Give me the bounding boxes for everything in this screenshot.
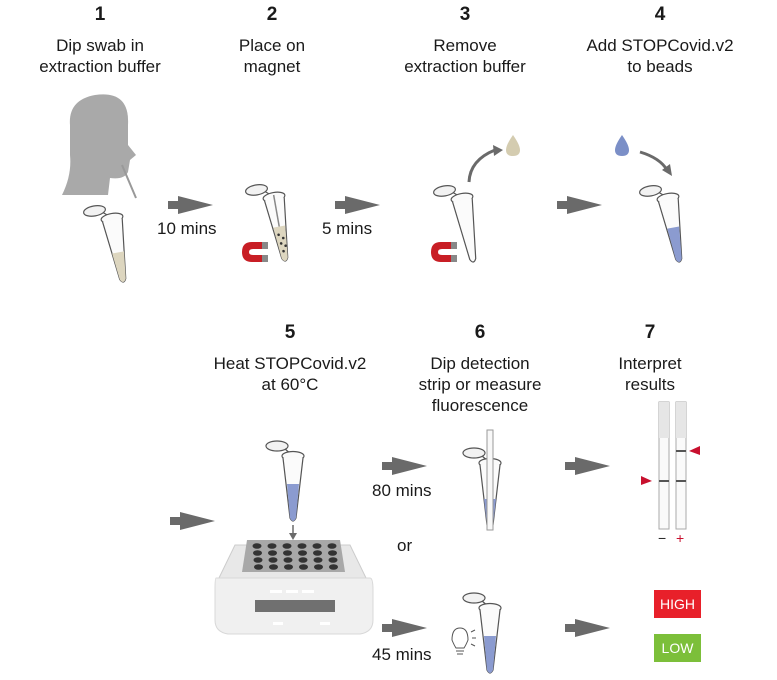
buffer-droplet-icon — [506, 135, 520, 156]
removal-arrowhead-icon — [493, 145, 503, 156]
step-6-title-line2: strip or measure — [418, 375, 542, 394]
step-6-title-line3: fluorescence — [431, 396, 529, 415]
heat-block-well — [253, 550, 262, 556]
heat-block-well — [283, 550, 292, 556]
heat-block-well — [254, 564, 263, 570]
step-5-title-line2: at 60°C — [261, 375, 319, 394]
addition-arrowhead-icon — [662, 164, 672, 176]
step-1-number: 1 — [94, 4, 106, 25]
step-2-title: Place on magnet — [182, 35, 362, 77]
heat-block-well — [313, 550, 322, 556]
step-7-title: Interpret results — [590, 353, 710, 395]
heat-block-well — [314, 564, 323, 570]
heat-block-well — [268, 557, 278, 563]
step-7-number: 7 — [644, 322, 656, 343]
addition-arrow-icon — [639, 150, 669, 171]
step-6-number: 6 — [474, 322, 486, 343]
reagent-droplet-icon — [615, 135, 629, 156]
magnet-step-3-icon — [431, 242, 457, 262]
heat-block-well — [268, 550, 277, 556]
head-silhouette-icon — [62, 94, 136, 195]
heat-block-well — [328, 557, 338, 563]
high-result-badge: HIGH — [654, 590, 701, 618]
step-7-title-line2: results — [624, 375, 676, 394]
heat-block-well — [313, 557, 323, 563]
step-2-title-line2: magnet — [243, 57, 301, 76]
step-3-title-line1: Remove — [433, 36, 497, 55]
heat-block-well — [284, 564, 293, 570]
step-1-title-line1: Dip swab in — [56, 36, 144, 55]
heat-block-well — [267, 543, 277, 549]
heat-block-well — [283, 557, 293, 563]
heat-block-well — [329, 564, 338, 570]
tube-step-3-icon — [432, 180, 485, 268]
heat-block-well — [269, 564, 278, 570]
arrow-strip-path-icon — [382, 457, 427, 475]
tube-step-6-strip-icon — [462, 447, 502, 529]
step-3-number: 3 — [459, 4, 471, 25]
step-7-title-line1: Interpret — [618, 354, 682, 373]
heat-block-well — [328, 550, 337, 556]
arrow-3-to-4-icon — [557, 196, 602, 214]
magnet-step-2-icon — [242, 242, 268, 262]
heat-block-well — [312, 543, 322, 549]
arrow-to-fluorescence-result-icon — [565, 619, 610, 637]
tube-step-4-icon — [638, 180, 691, 268]
negative-strip-label: − — [658, 530, 667, 546]
step-4-title-line1: Add STOPCovid.v2 — [586, 36, 734, 55]
step-1-title-line2: extraction buffer — [39, 57, 161, 76]
light-bulb-icon — [451, 627, 476, 655]
heat-block-well — [299, 564, 308, 570]
step-2-number: 2 — [266, 4, 278, 25]
low-result-badge: LOW — [654, 634, 701, 662]
test-line-indicator-icon — [689, 446, 700, 455]
heat-block-well — [252, 543, 262, 549]
tube-step-6-fluorescence-icon — [462, 592, 502, 674]
or-label: or — [397, 536, 413, 555]
step-5-number: 5 — [284, 322, 296, 343]
tube-step-1-icon — [82, 200, 135, 288]
timing-10-mins: 10 mins — [157, 219, 217, 238]
arrow-4-to-5-icon — [170, 512, 215, 530]
removal-arrow-icon — [467, 148, 496, 183]
control-line-indicator-icon — [641, 476, 652, 485]
step-6-title: Dip detection strip or measure fluoresce… — [390, 353, 570, 416]
timing-80-mins: 80 mins — [372, 481, 432, 500]
step-5-title: Heat STOPCovid.v2 at 60°C — [195, 353, 385, 395]
step-6-title-line1: Dip detection — [430, 354, 530, 373]
timing-5-mins: 5 mins — [322, 219, 373, 238]
positive-strip-label: + — [676, 530, 685, 546]
detection-strip-icon — [486, 429, 494, 531]
heat-block-well — [327, 543, 337, 549]
heat-block-well — [297, 543, 307, 549]
heat-block-well — [298, 557, 308, 563]
heat-block-well — [253, 557, 263, 563]
step-1-title: Dip swab in extraction buffer — [10, 35, 190, 77]
arrow-fluorescence-path-icon — [382, 619, 427, 637]
timing-45-mins: 45 mins — [372, 645, 432, 664]
tube-step-2-icon — [244, 179, 297, 267]
step-5-title-line1: Heat STOPCovid.v2 — [213, 354, 367, 373]
arrow-1-to-2-icon — [168, 196, 213, 214]
step-3-title: Remove extraction buffer — [375, 35, 555, 77]
step-4-title: Add STOPCovid.v2 to beads — [565, 35, 755, 77]
arrow-2-to-3-icon — [335, 196, 380, 214]
negative-strip-icon — [658, 401, 670, 530]
step-4-number: 4 — [654, 4, 666, 25]
positive-strip-icon — [675, 401, 687, 530]
step-4-title-line2: to beads — [627, 57, 693, 76]
step-2-title-line1: Place on — [238, 36, 306, 55]
swab-icon — [121, 164, 137, 199]
heat-block-well — [298, 550, 307, 556]
drop-into-block-arrowhead-icon — [289, 533, 297, 540]
tube-step-5-icon — [265, 440, 305, 522]
arrow-to-strip-result-icon — [565, 457, 610, 475]
step-3-title-line2: extraction buffer — [404, 57, 526, 76]
heat-block-well — [282, 543, 292, 549]
heat-block-icon — [214, 540, 374, 635]
